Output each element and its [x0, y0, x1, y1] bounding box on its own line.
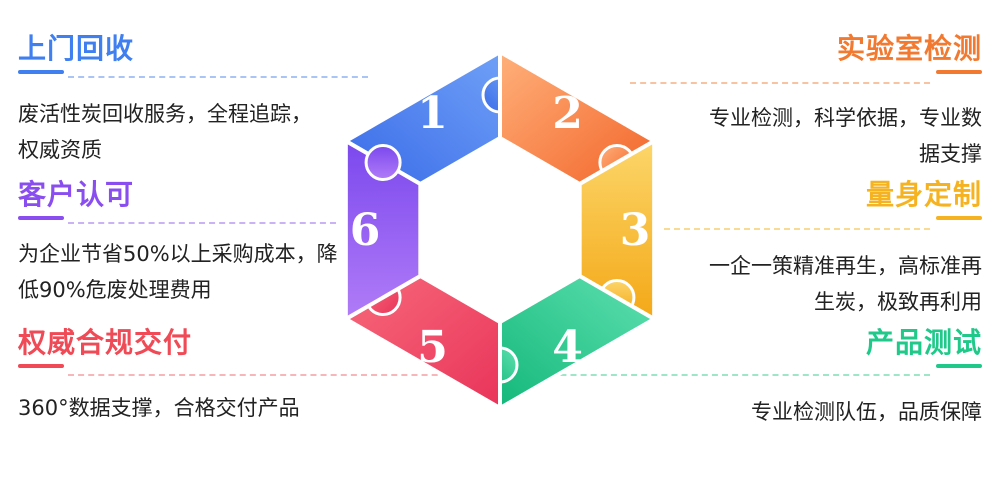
item-4-title: 产品测试: [865, 326, 982, 359]
hex-segment-6: [343, 139, 423, 321]
item-4-underline: [936, 364, 982, 368]
item-3-underline: [936, 216, 982, 220]
item-2-desc: 专业检测，科学依据，专业数据支撑: [709, 106, 982, 166]
item-3-desc: 一企一策精准再生，高标准再生炭，极致再利用: [709, 254, 982, 314]
panel-item-3: 量身定制: [682, 178, 982, 220]
item-5-desc: 360°数据支撑，合格交付产品: [18, 396, 300, 420]
panel-item-1: 上门回收: [18, 32, 318, 74]
item-3-title: 量身定制: [865, 178, 982, 211]
panel-item-4: 产品测试: [682, 326, 982, 368]
item-3-dashed-line: [664, 228, 930, 230]
segment-number-2: 2: [552, 88, 583, 139]
item-6-dashed-line: [68, 222, 336, 224]
item-5-dashed-line: [68, 374, 468, 376]
item-6-title: 客户认可: [18, 178, 135, 211]
item-6-underline: [18, 216, 64, 220]
segment-number-5: 5: [417, 322, 448, 373]
item-6-desc: 为企业节省50%以上采购成本，降低90%危废处理费用: [18, 242, 338, 302]
segment-number-3: 3: [620, 205, 651, 256]
item-2-underline: [936, 70, 982, 74]
item-5-underline: [18, 364, 64, 368]
item-1-dashed-line: [68, 76, 368, 78]
panel-item-5: 权威合规交付: [18, 326, 318, 368]
segment-number-6: 6: [350, 205, 381, 256]
item-5-title: 权威合规交付: [18, 326, 193, 359]
item-1-title: 上门回收: [18, 32, 135, 65]
segment-number-4: 4: [552, 322, 583, 373]
hexagon-puzzle-diagram: 1 2 3 4 5 6: [343, 50, 657, 410]
item-1-underline: [18, 70, 64, 74]
panel-item-2: 实验室检测: [682, 32, 982, 74]
panel-item-6: 客户认可: [18, 178, 318, 220]
item-4-desc: 专业检测队伍，品质保障: [751, 400, 982, 424]
item-2-title: 实验室检测: [836, 32, 982, 65]
item-1-desc: 废活性炭回收服务，全程追踪，权威资质: [18, 102, 312, 162]
puzzle-tab-6: [364, 144, 402, 181]
segment-number-1: 1: [417, 88, 448, 139]
item-2-dashed-line: [630, 82, 930, 84]
item-4-dashed-line: [520, 374, 930, 376]
